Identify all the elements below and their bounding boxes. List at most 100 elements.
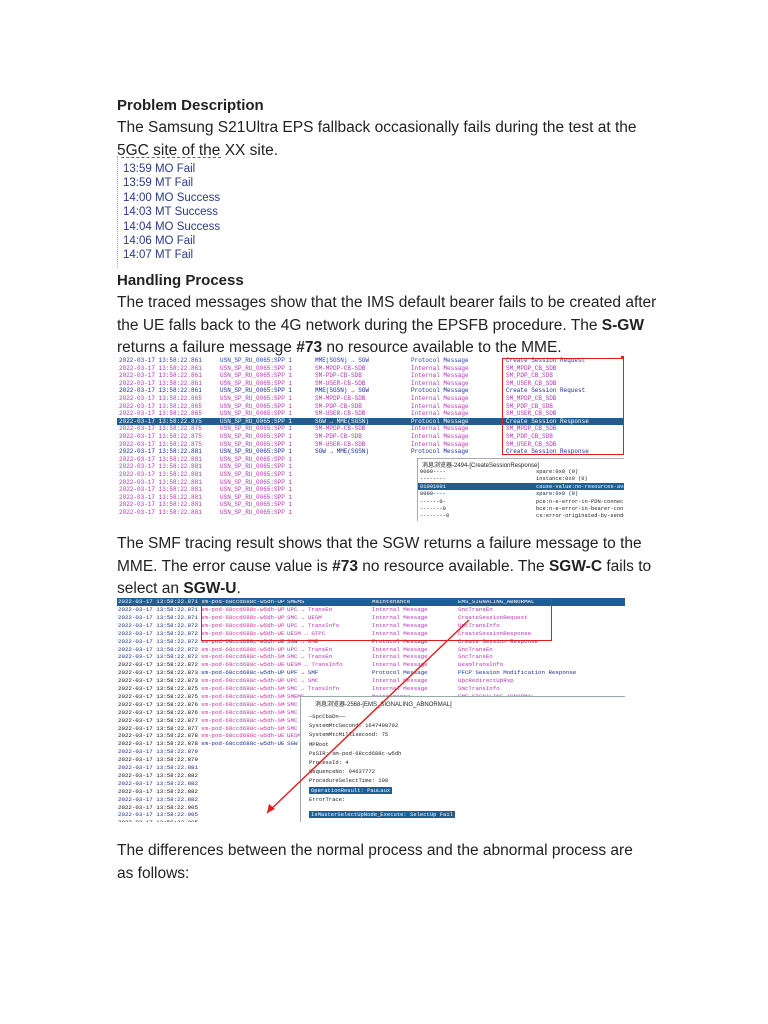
window-title: 消息浏览器-2568-[EMS_SIGNALING_ABNORMAL] (315, 702, 452, 708)
trace-cell-time: 2022-03-17 13:58:22.872 (118, 637, 199, 645)
trace-cell-type: Internal Message (372, 661, 428, 669)
trace-cell-time: 2022-03-17 13:58:22.905 (118, 811, 199, 819)
trace-row[interactable]: 2022-03-17 13:58:22.881 (117, 764, 625, 772)
trace-cell-time: 2022-03-17 13:58:22.881 (119, 463, 202, 471)
trace-cell-pod: sm-pod-68ccd688c-w5dh-UES (201, 661, 285, 669)
trace-row[interactable]: 2022-03-17 13:58:22.905 (117, 804, 625, 812)
red-highlight-box (201, 599, 552, 641)
trace-row[interactable]: 2022-03-17 13:58:22.879 (117, 756, 625, 764)
trace-cell-msg: UesmTransInfo (458, 661, 504, 669)
trace-cell-time: 2022-03-17 13:58:22.876 (118, 700, 199, 708)
trace-cell-msg: SM_PDP_CB_SDB (506, 433, 553, 440)
trace-row[interactable]: 2022-03-17 13:58:22.879 (117, 748, 625, 756)
trace-cell-ne: USN_SP_RU_0065:SPP 1 (220, 509, 293, 516)
message-browser-window: 消息浏览器-2568-[EMS_SIGNALING_ABNORMAL] — □ … (300, 696, 625, 822)
message-field: ErrorTrace: (309, 795, 346, 803)
trace-cell-ne: USN_SP_RU_0065:SPP 1 (220, 395, 293, 402)
header-cell: EMS_SIGNALING_ABNORMAL (458, 598, 535, 605)
red-highlight-box (502, 358, 624, 455)
trace-cell-msg: SncTransEn (458, 653, 493, 661)
message-field: SequenceNo: 94637772 (309, 768, 376, 776)
trace-row[interactable]: 2022-03-17 13:58:22.882 (117, 780, 625, 788)
trace-row[interactable]: 2022-03-17 13:58:22.881 USN_SP_RU_0065:SP… (117, 463, 624, 470)
trace-cell-time: 2022-03-17 13:58:22.875 (118, 685, 199, 692)
trace-cell-msg: CreateSessionResponse (458, 629, 532, 637)
trace-cell-time: 2022-03-17 13:58:22.881 (119, 509, 202, 516)
differences-text: The differences between the normal proce… (117, 842, 633, 882)
trace-cell-iface: SGW → MME (287, 637, 319, 645)
trace-cell-iface: UPC → TransInfo (287, 621, 340, 629)
call-status-item: 14:00 MO Success (123, 191, 221, 204)
field-value: bce:n-e-error-in-bearer-context-ie (0) (536, 506, 624, 512)
trace-cell-time: 2022-03-17 13:58:22.873 (118, 669, 199, 677)
section-title-problem: Problem Description (117, 97, 264, 114)
trace-cell-iface: SGW → MME(SGSN) (315, 448, 370, 456)
section-title-handling: Handling Process (117, 272, 244, 289)
header-cell: 2022-03-17 13:58:22.871 (118, 598, 199, 605)
trace-cell-time: 2022-03-17 13:58:22.875 (119, 440, 202, 448)
trace-row[interactable]: 2022-03-17 13:58:22.882 (117, 772, 625, 780)
trace-cell-time: 2022-03-17 13:58:22.875 (118, 692, 199, 700)
field-value: cause-value:no-resources-available (73) (536, 483, 624, 490)
trace-cell-time: 2022-03-17 13:58:22.861 (119, 379, 202, 387)
trace-cell-pod: sm-pod-68ccd688c-w5dh-UES (201, 732, 285, 740)
selected-error-line: IsMasterSelectUpNode_Execute: SelectUp F… (309, 811, 455, 818)
trace-cell-ne: USN_SP_RU_0065:SPP 1 (220, 463, 293, 471)
trace-cell-time: 2022-03-17 13:58:22.871 (118, 606, 199, 613)
trace-cell-time: 2022-03-17 13:58:22.879 (118, 748, 199, 756)
trace-cell-iface: SM-MPDP-CB-SDB (315, 395, 366, 402)
trace-cell-time: 2022-03-17 13:58:22.865 (119, 402, 202, 410)
trace-row[interactable]: 2022-03-17 13:58:22.882 (117, 796, 625, 804)
trace-cell-pod: sm-pod-68ccd688c-w5dh-UPC (201, 669, 285, 677)
trace-row[interactable]: 2022-03-17 13:58:22.905 (117, 811, 625, 819)
trace-row[interactable]: 2022-03-17 13:58:22.881 USN_SP_RU_0065:SP… (117, 509, 624, 516)
trace-cell-pod: sm-pod-68ccd688c-w5dh-UES (201, 740, 285, 748)
trace-cell-iface: SMC → TransInfo (287, 685, 340, 692)
trace-cell-iface: UPC → TransEn (287, 606, 333, 613)
field-value: pce:n-e-error-in-PDN-connection-ie (0) (536, 498, 624, 505)
trace-cell-ne: USN_SP_RU_0065:SPP 1 (220, 433, 293, 440)
trace-cell-time: 2022-03-17 13:58:22.881 (119, 471, 202, 478)
trace-row[interactable]: 2022-03-17 13:58:22.905 (117, 819, 625, 822)
message-field: SystemMtcSecond: 1647498702 (309, 722, 399, 730)
trace-cell-msg: Create Session Response (506, 448, 589, 456)
trace-row[interactable]: 2022-03-17 13:58:22.865 USN_SP_RU_0065:SP… (117, 395, 624, 402)
trace-row[interactable]: 2022-03-17 13:58:22.882 (117, 788, 625, 796)
trace-cell-time: 2022-03-17 13:58:22.905 (118, 803, 199, 811)
trace-cell-msg: Create Session Request (506, 387, 586, 395)
trace-cell-type: Internal Message (411, 364, 469, 372)
trace-cell-type: Protocol Message (411, 448, 469, 456)
trace-cell-iface: SMC → TransEn (287, 653, 333, 661)
trace-cell-time: 2022-03-17 13:58:22.865 (119, 395, 202, 402)
